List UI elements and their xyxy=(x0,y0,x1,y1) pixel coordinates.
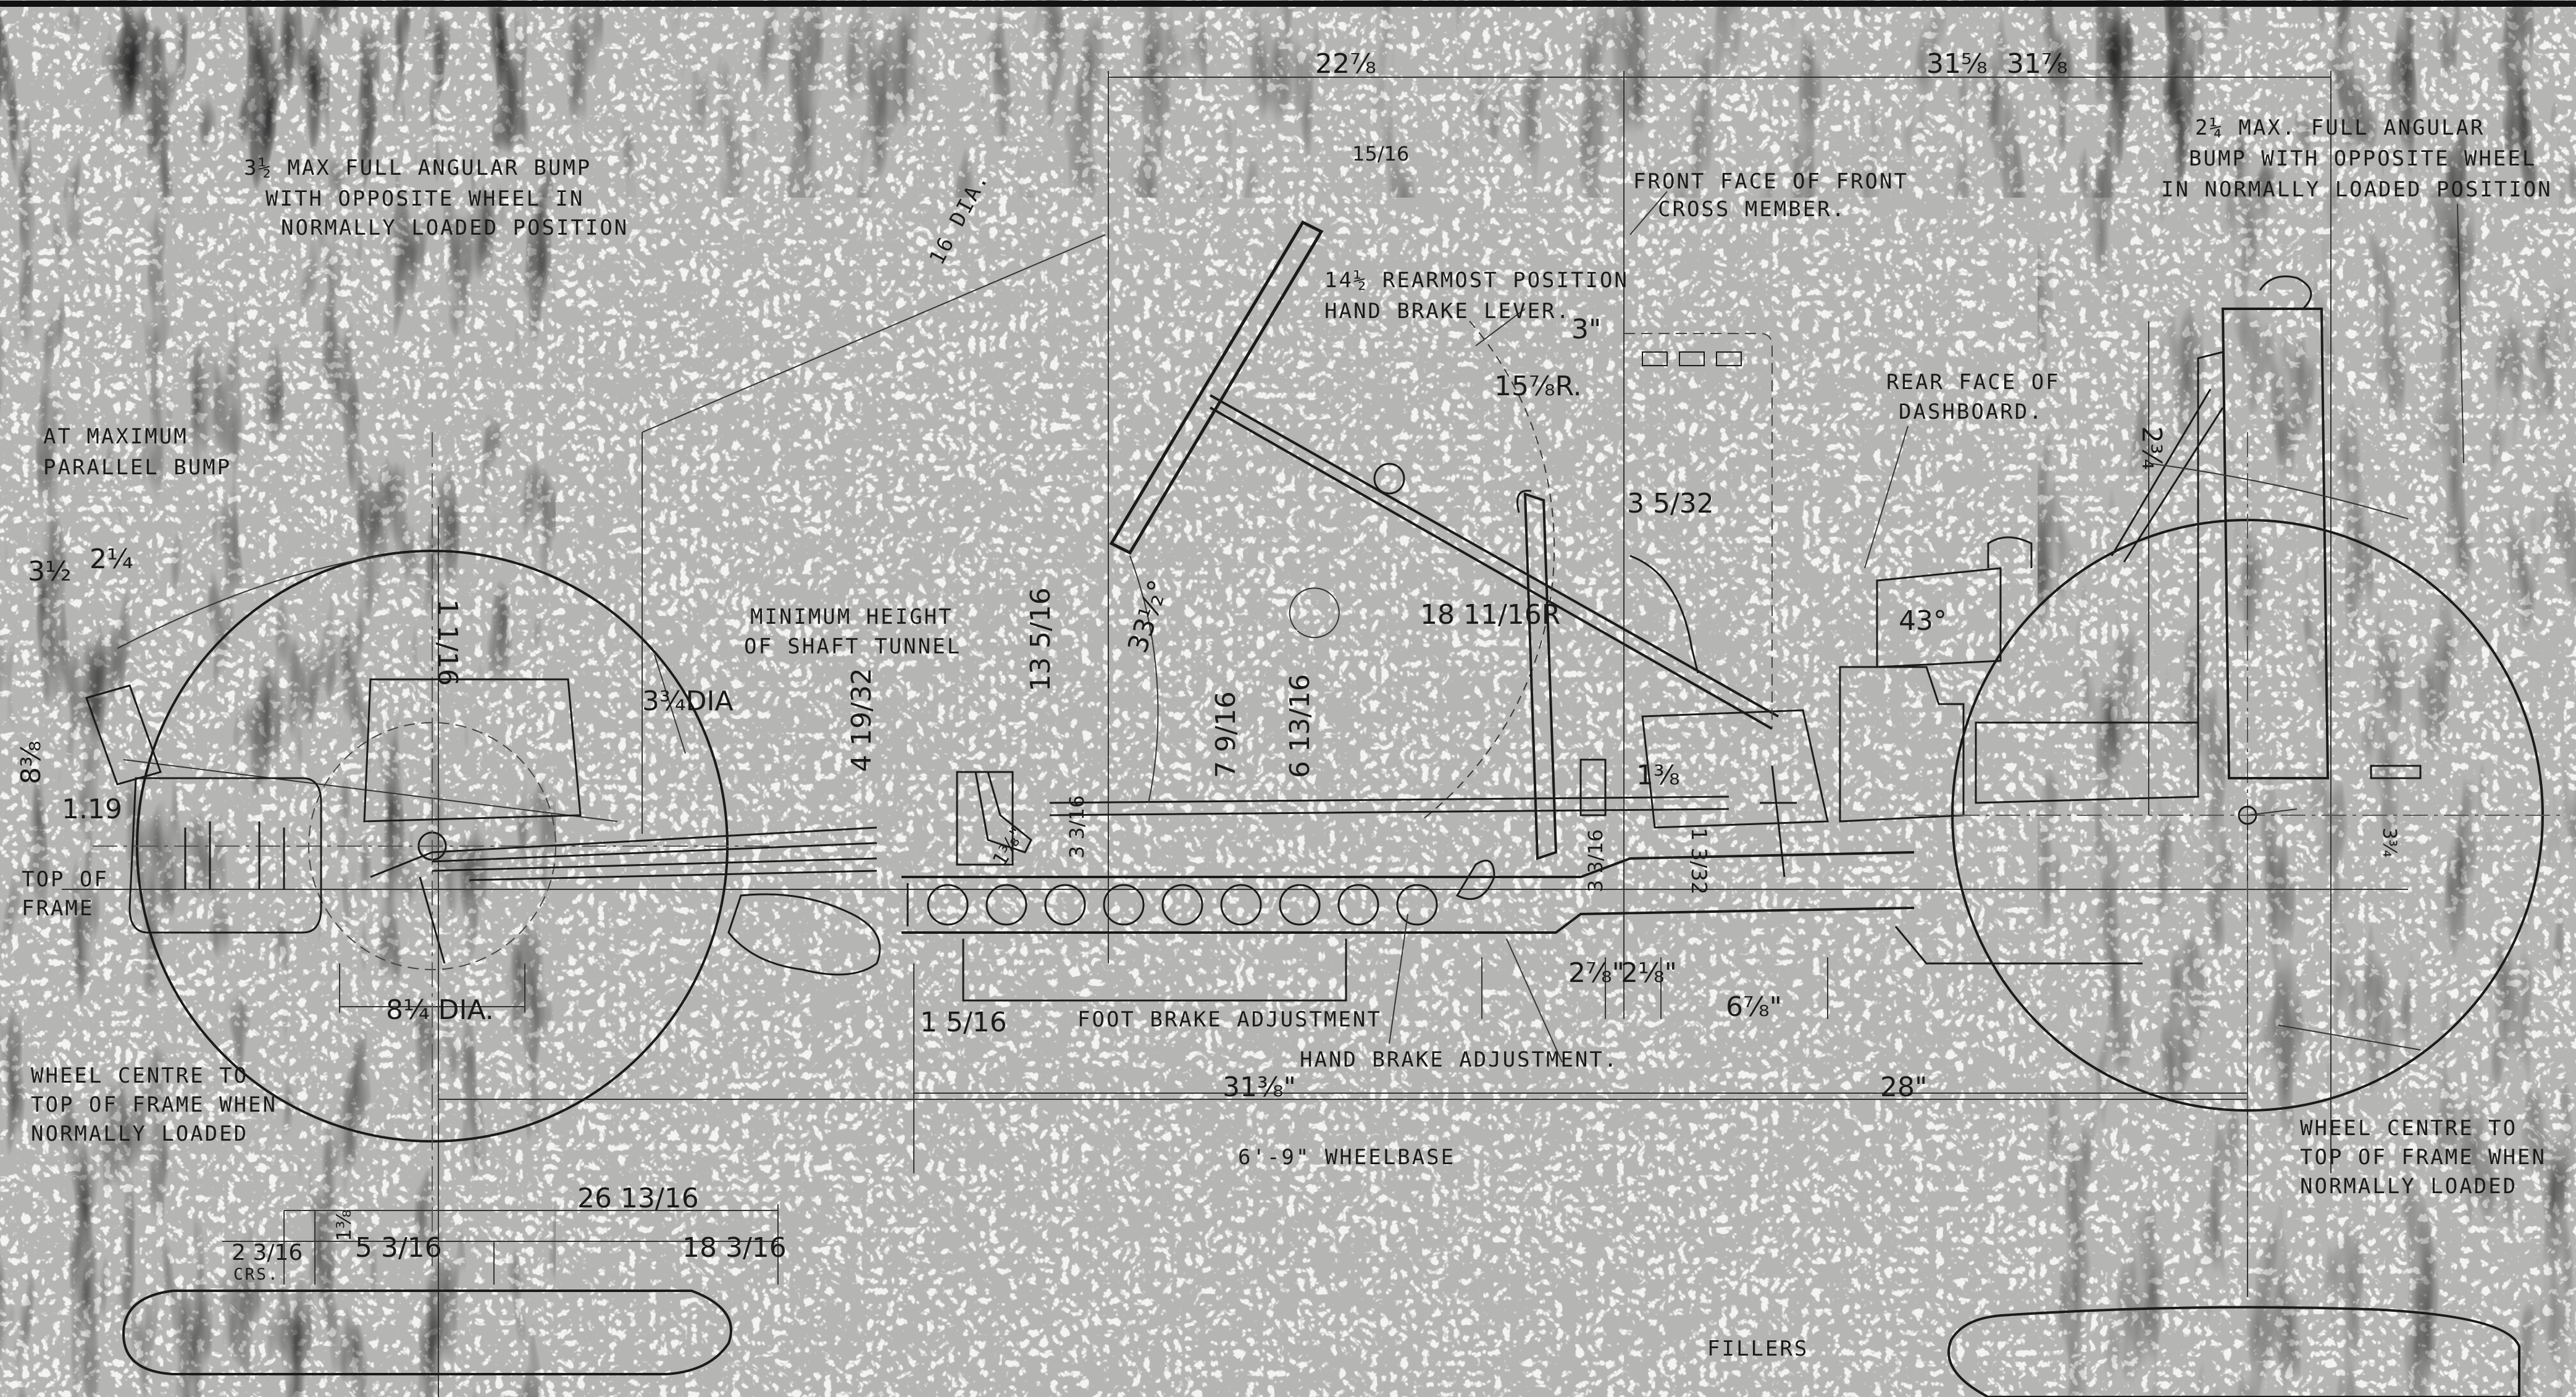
rear-wheel-centre-line1: WHEEL CENTRE TO xyxy=(31,1063,248,1088)
front-bump-note-line1: 2¼ MAX. FULL ANGULAR xyxy=(2195,115,2485,140)
max-parallel-bump-line2: PARALLEL BUMP xyxy=(43,455,232,480)
extension-lines xyxy=(222,71,2331,1397)
dim-3-half: 3½ xyxy=(28,556,72,587)
dim-3: 3" xyxy=(1571,314,1601,345)
top-of-frame-line2: FRAME xyxy=(22,896,94,921)
dim-15-16: 15/16 xyxy=(1352,142,1409,166)
dim-3-3-4-dia: 3¾DIA xyxy=(642,686,734,717)
dim-18-11-16r: 18 11/16R xyxy=(1420,599,1560,631)
dim-1-3-32: 1 3/32 xyxy=(1686,828,1711,895)
wheelbase-label: 6'-9" WHEELBASE xyxy=(1238,1145,1455,1170)
leader-lines xyxy=(654,191,2464,1063)
fillers-label: FILLERS xyxy=(1707,1336,1809,1361)
dim-2-quarter: 2¼ xyxy=(90,543,133,575)
dim-13-5-16: 13 5/16 xyxy=(1025,587,1056,692)
dim-31-7-8: 31⅞ xyxy=(2007,48,2068,80)
dim-31-3-8: 31⅜" xyxy=(1223,1072,1296,1103)
dim-6-13-16: 6 13/16 xyxy=(1284,674,1316,778)
top-of-frame-line1: TOP OF xyxy=(22,867,109,892)
front-wheel-centre-line3: NORMALLY LOADED xyxy=(2300,1174,2517,1199)
front-cross-member-note: FRONT FACE OF FRONT CROSS MEMBER. xyxy=(1633,169,1909,222)
dim-3-3-16b: 3 3/16 xyxy=(1584,829,1607,892)
rear-wheel-centre-line3: NORMALLY LOADED xyxy=(31,1122,248,1146)
front-wheel xyxy=(1914,432,2562,1235)
rear-bump-note-line3: NORMALLY LOADED POSITION xyxy=(281,216,629,240)
dim-4-19-32: 4 19/32 xyxy=(846,668,877,772)
dim-26-13-16: 26 13/16 xyxy=(577,1183,699,1214)
rear-bump-note: 3½ MAX FULL ANGULAR BUMP WITH OPPOSITE W… xyxy=(244,156,629,240)
front-wheel-centre-line1: WHEEL CENTRE TO xyxy=(2300,1116,2517,1141)
dim-43-degrees: 43° xyxy=(1899,605,1947,637)
dim-8-3-8: 8⅜ xyxy=(15,740,47,784)
dim-3-3-16: 3 3/16 xyxy=(1065,795,1089,858)
dimension-figures: 22⅞ 31⅝ 31⅞ 15/16 3" 15⅞R. 3 5/32 2¾ 43°… xyxy=(15,48,2400,1265)
rear-wheel-centre-line2: TOP OF FRAME WHEN xyxy=(31,1093,277,1117)
steering-wheel xyxy=(642,220,1779,822)
front-bump-note-line3: IN NORMALLY LOADED POSITION xyxy=(2161,177,2553,202)
dim-1-3-8-bottom: 1⅜ xyxy=(332,1210,356,1241)
rear-wheel xyxy=(93,432,772,1266)
centres-label: CRS. xyxy=(233,1265,280,1284)
front-cross-member-line2: CROSS MEMBER. xyxy=(1658,197,1846,222)
shaft-tunnel-line2: OF SHAFT TUNNEL xyxy=(744,634,961,659)
rear-bump-note-line2: WITH OPPOSITE WHEEL IN xyxy=(266,187,584,211)
dim-3-5-32: 3 5/32 xyxy=(1627,488,1714,519)
top-of-frame-note: TOP OF FRAME xyxy=(22,867,109,921)
front-bump-note: 2¼ MAX. FULL ANGULAR BUMP WITH OPPOSITE … xyxy=(2161,115,2553,202)
gearbox xyxy=(1641,536,2033,829)
dim-2-1-8: 2⅛" xyxy=(1621,957,1677,989)
frame-side-member xyxy=(901,771,1915,934)
shaft-tunnel-note: MINIMUM HEIGHT OF SHAFT TUNNEL xyxy=(744,605,961,659)
rear-filler-outline xyxy=(122,1290,732,1375)
dashboard-note-line1: REAR FACE OF xyxy=(1886,370,2060,395)
max-parallel-bump-note: AT MAXIMUM PARALLEL BUMP xyxy=(43,424,232,480)
dim-31-5-8: 31⅝ xyxy=(1926,48,1988,80)
dim-7-9-16: 7 9/16 xyxy=(1210,691,1242,778)
dim-5-3-16: 5 3/16 xyxy=(355,1232,442,1264)
dim-1-19: 1.19 xyxy=(62,794,122,825)
radiator xyxy=(1894,275,2422,965)
dashboard-note: REAR FACE OF DASHBOARD. xyxy=(1886,370,2060,424)
foot-brake-adjustment-label: FOOT BRAKE ADJUSTMENT xyxy=(1077,1007,1382,1032)
rear-wheel-centre-note: WHEEL CENTRE TO TOP OF FRAME WHEN NORMAL… xyxy=(31,1063,277,1146)
hand-brake-rearmost-line1: 14½ REARMOST POSITION xyxy=(1324,268,1629,293)
hand-brake-adjustment-label: HAND BRAKE ADJUSTMENT. xyxy=(1300,1047,1618,1072)
hand-brake-rearmost-line2: HAND BRAKE LEVER. xyxy=(1324,299,1571,324)
max-parallel-bump-line1: AT MAXIMUM xyxy=(43,424,188,449)
frame-lightening-holes xyxy=(927,884,1438,1002)
hand-brake-lever xyxy=(1455,489,1797,900)
front-wheel-centre-line2: TOP OF FRAME WHEN xyxy=(2300,1145,2546,1170)
dim-28: 28" xyxy=(1880,1072,1927,1103)
dim-22-7-8: 22⅞ xyxy=(1315,48,1376,80)
dim-6-7-8: 6⅞" xyxy=(1726,991,1782,1023)
front-cross-member-line1: FRONT FACE OF FRONT xyxy=(1633,169,1909,194)
dim-8-1-4-dia: 8¼ DIA. xyxy=(386,994,494,1026)
dashboard-outline xyxy=(1624,333,1773,729)
dim-1-5-16: 1 5/16 xyxy=(920,1007,1007,1038)
shaft-tunnel-line1: MINIMUM HEIGHT xyxy=(750,605,953,629)
dim-2-7-8: 2⅞" xyxy=(1568,957,1625,989)
hand-brake-rearmost-note: 14½ REARMOST POSITION HAND BRAKE LEVER. xyxy=(1324,268,1629,324)
rear-axle-assembly xyxy=(85,678,881,976)
dim-3-3-4: 3¾ xyxy=(2378,828,2400,857)
dim-15-7-8r: 15⅞R. xyxy=(1494,371,1582,402)
dim-18-3-16: 18 3/16 xyxy=(682,1232,787,1264)
front-wheel-centre-note: WHEEL CENTRE TO TOP OF FRAME WHEN NORMAL… xyxy=(2300,1116,2546,1199)
dashboard-note-line2: DASHBOARD. xyxy=(1899,400,2044,424)
dim-2-3-16: 2 3/16 xyxy=(232,1240,303,1265)
rear-bump-note-line1: 3½ MAX FULL ANGULAR BUMP xyxy=(244,156,592,180)
dim-1-1-16: 1 1/16 xyxy=(432,599,463,686)
dim-2-3-4: 2¾ xyxy=(2136,426,2167,470)
front-filler-outline xyxy=(1947,1306,2520,1397)
front-bump-note-line2: BUMP WITH OPPOSITE WHEEL xyxy=(2189,146,2536,171)
dim-1-3-8-gearbox: 1⅜ xyxy=(1636,760,1680,791)
